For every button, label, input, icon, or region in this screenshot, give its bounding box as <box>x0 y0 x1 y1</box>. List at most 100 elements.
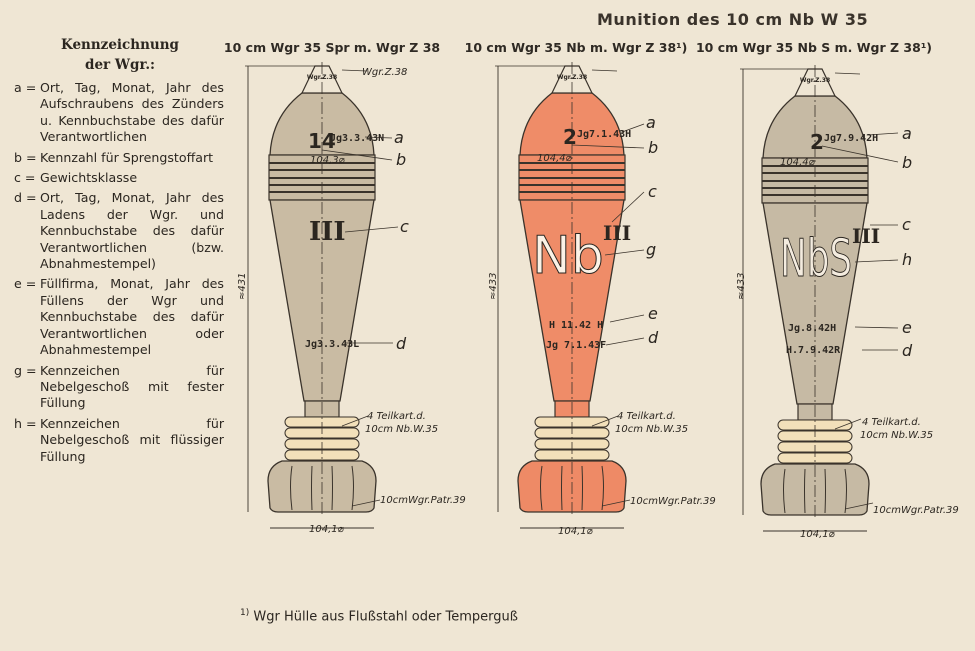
cartridge-leader <box>351 499 381 507</box>
legend-text: Ort, Tag, Monat, Jahr des Aufschraubens … <box>40 80 224 145</box>
legend-item-d: d =Ort, Tag, Monat, Jahr des Ladens der … <box>14 190 224 272</box>
leader-g <box>604 249 645 256</box>
legend-item-b: b =Kennzahl für Sprengstoffart <box>14 150 224 166</box>
mark-a: Jg7.9.42H <box>824 133 878 144</box>
letter-c: c <box>400 217 409 236</box>
letter-a: a <box>394 128 404 147</box>
leader-h <box>854 259 899 263</box>
shell-3-labels: 2 Jg7.9.42H 104,4⌀ NbS III Jg.8.42H H.7.… <box>736 124 959 540</box>
weight-class-mark: III <box>603 221 631 245</box>
length-dimension: ≈433 <box>736 273 747 300</box>
legend-key: d = <box>14 190 37 206</box>
legend-text: Kennzahl für Sprengstoffart <box>40 149 214 165</box>
mark-d: Jg3.3.43L <box>305 339 359 350</box>
letter-e: e <box>902 318 912 337</box>
fin-blade <box>331 465 333 511</box>
legend-key: b = <box>14 149 37 165</box>
fin-blade <box>290 465 293 511</box>
charges-label-2: 10cm Nb.W.35 <box>365 424 438 435</box>
letter-d: d <box>902 341 913 360</box>
leader-a <box>621 123 645 133</box>
weight-class-mark: III <box>309 217 346 247</box>
charges-label-1: 4 Teilkart.d. <box>367 411 426 422</box>
letter-a: a <box>902 124 912 143</box>
smoke-mark-h: NbS <box>780 229 852 289</box>
fin-blade <box>804 468 806 514</box>
legend-text: Kennzeichen für Nebelgeschoß mit fester … <box>40 362 224 411</box>
leader-d <box>605 337 645 346</box>
letter-b: b <box>396 150 406 169</box>
band-dimension: 104,4⌀ <box>537 153 573 164</box>
legend-text: Gewichtsklasse <box>40 170 138 186</box>
cartridge-label: 10cmWgr.Patr.39 <box>873 505 959 516</box>
legend-text: Ort, Tag, Monat, Jahr des Ladens der Wgr… <box>40 190 224 272</box>
cartridge-leader <box>844 502 874 510</box>
fin-blade <box>311 465 313 511</box>
fuze-leader <box>341 69 368 72</box>
legend-item-e: e =Füllfirma, Monat, Jahr des Füllens de… <box>14 276 224 358</box>
smoke-mark-g: Nb <box>532 226 604 286</box>
letter-b: b <box>902 153 912 172</box>
charges-label-1: 4 Teilkart.d. <box>617 411 676 422</box>
band-dimension: 104,4⌀ <box>780 157 816 168</box>
shell-2-heading: 10 cm Wgr 35 Nb m. Wgr Z 38¹) <box>464 40 688 55</box>
footnote-text: Wgr Hülle aus Flußstahl oder Temperguß <box>253 609 518 625</box>
legend-heading-line2: der Wgr.: <box>85 57 155 73</box>
mark-e: Jg.8.42H <box>788 323 836 334</box>
shell-2-labels: 2 Jg7.1.43H 104,4⌀ Nb III H 11.42 H Jg 7… <box>488 113 716 537</box>
fuze <box>301 65 343 94</box>
legend-key: e = <box>14 276 37 292</box>
leader-b <box>321 149 393 161</box>
marking-legend: a =Ort, Tag, Monat, Jahr des Aufschraube… <box>14 80 224 469</box>
letter-g: g <box>646 240 656 259</box>
leader-a <box>364 136 393 139</box>
cartridge-leader <box>601 499 631 507</box>
charges-leader <box>591 415 619 427</box>
shell-body <box>519 199 625 402</box>
fin-blade <box>540 465 543 511</box>
charges-label-1: 4 Teilkart.d. <box>862 417 921 428</box>
letter-d: d <box>648 328 659 347</box>
shell-1-heading: 10 cm Wgr 35 Spr m. Wgr Z 38 <box>223 40 441 55</box>
shell-3-drawing <box>760 65 870 519</box>
fuze <box>551 65 593 94</box>
leader-b <box>821 145 899 163</box>
legend-text: Füllfirma, Monat, Jahr des Füllens der W… <box>40 276 224 358</box>
fin-dimension: 104,1⌀ <box>800 529 836 540</box>
shell-1-drawing <box>267 62 377 516</box>
legend-item-a: a =Ort, Tag, Monat, Jahr des Aufschraube… <box>14 80 224 146</box>
fuze-label: Wgr.Z.38 <box>362 67 407 78</box>
letter-b: b <box>648 138 658 157</box>
mark-e: H 11.42 H <box>549 320 603 331</box>
legend-item-c: c =Gewichtsklasse <box>14 170 224 186</box>
legend-key: a = <box>14 80 37 95</box>
footnote: 1) Wgr Hülle aus Flußstahl oder Tempergu… <box>240 608 518 624</box>
mark-d: H.7.9.42R <box>786 345 841 356</box>
leader-e <box>854 326 899 329</box>
charges-leader <box>834 418 862 430</box>
length-dimension: ≈433 <box>488 273 499 300</box>
charges-label-2: 10cm Nb.W.35 <box>615 424 688 435</box>
fuze <box>794 68 836 97</box>
fin-dimension: 104,1⌀ <box>309 524 345 535</box>
cartridge-label: 10cmWgr.Patr.39 <box>380 495 466 506</box>
leader-c <box>611 191 645 223</box>
fin-blade <box>824 468 826 514</box>
charges-label-2: 10cm Nb.W.35 <box>860 430 933 441</box>
page-title: Munition des 10 cm Nb W 35 <box>597 10 869 29</box>
weight-class-mark: III <box>852 224 880 248</box>
charges-leader <box>341 415 369 427</box>
fuze-mark: Wgr.Z.38 <box>557 74 587 81</box>
legend-item-g: g =Kennzeichen für Nebelgeschoß mit fest… <box>14 363 224 412</box>
fin-dimension: 104,1⌀ <box>558 526 594 537</box>
leader-a <box>867 132 899 136</box>
shell-1-labels: Wgr.Z.38 14 Jg3.3.43N 104,3⌀ III Jg3.3.4… <box>237 67 466 535</box>
shell-2-drawing <box>517 62 627 516</box>
kennzahl-mark: 2 <box>563 125 577 149</box>
letter-a: a <box>646 113 656 132</box>
fuze-leader <box>834 72 861 75</box>
kennzahl-mark: 2 <box>810 130 824 154</box>
legend-heading-line1: Kennzeichnung <box>61 37 179 53</box>
fin-blade <box>581 465 583 511</box>
